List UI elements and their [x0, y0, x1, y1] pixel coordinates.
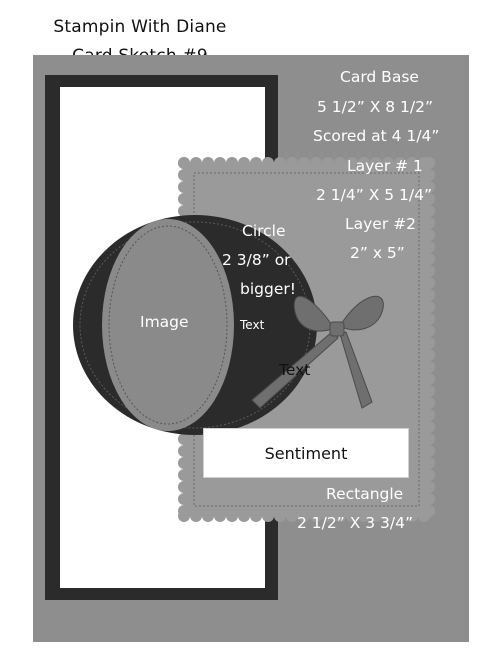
card-base-score: Scored at 4 1/4” — [313, 127, 440, 145]
ribbon-text-label: Text — [279, 361, 311, 379]
circle-label: Circle — [242, 222, 286, 240]
circle-size: 2 3/8” or — [222, 251, 291, 269]
layer-2-size: 2” x 5” — [350, 244, 405, 262]
card-base-size: 5 1/2” X 8 1/2” — [317, 98, 434, 116]
layer-1-size: 2 1/4” X 5 1/4” — [316, 186, 433, 204]
image-label: Image — [140, 313, 189, 331]
sketch-title: Stampin With Diane — [53, 17, 227, 37]
ribbon-bow-icon — [251, 295, 384, 409]
card-base-label: Card Base — [340, 68, 419, 86]
rectangle-label: Rectangle — [326, 485, 404, 503]
sentiment-box: Sentiment — [203, 428, 409, 478]
layer-1-label: Layer # 1 — [347, 157, 423, 175]
circle-text-label: Text — [240, 318, 265, 332]
circle-note: bigger! — [240, 280, 296, 298]
layer-2-label: Layer #2 — [345, 215, 416, 233]
circle-with-oval — [73, 215, 317, 435]
rectangle-size: 2 1/2” X 3 3/4” — [297, 514, 414, 532]
